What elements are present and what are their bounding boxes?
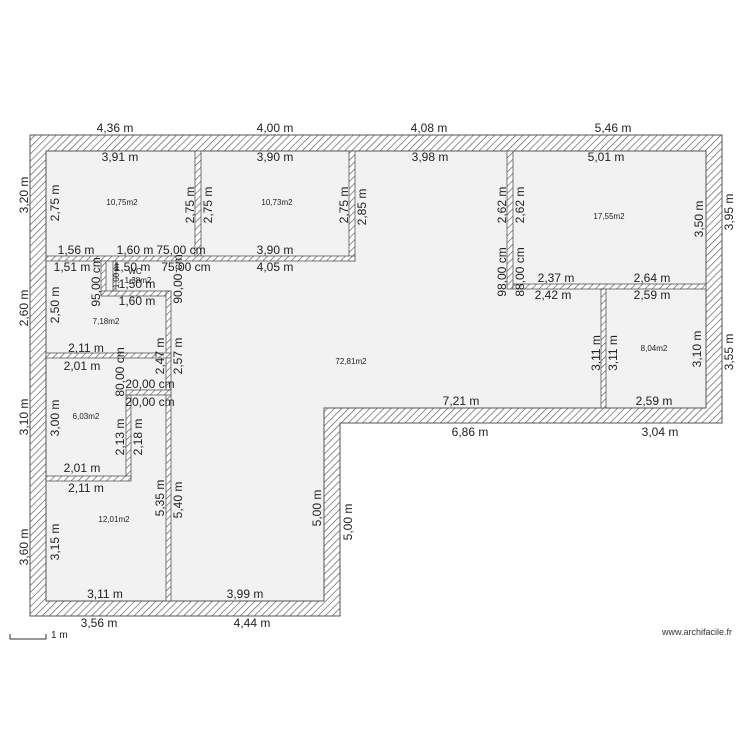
dim-top-inner: 3,91 m <box>102 150 139 164</box>
dim-room: 3,90 m <box>257 243 294 257</box>
dim-room: 2,42 m <box>535 288 572 302</box>
interior-walls <box>45 150 707 602</box>
dim-left-inner: 2,50 m <box>48 287 62 324</box>
dim-room: 1,50 m <box>119 277 156 291</box>
floor-area <box>45 150 707 602</box>
dim-room: 1,56 m <box>58 243 95 257</box>
dim-room: 4,05 m <box>257 260 294 274</box>
room-area: 10,73m2 <box>261 198 293 207</box>
dim-room: 1,60 m <box>117 243 154 257</box>
dim-room: 2,11 m <box>68 341 104 355</box>
dim-room: 2,59 m <box>634 288 671 302</box>
dim-room: 2,62 m <box>495 187 509 224</box>
dim-room: 80,00 cm <box>113 347 127 396</box>
dim-room: 3,11 m <box>589 335 603 371</box>
dim-room: 2,18 m <box>131 419 145 456</box>
room-area: 1,38m2 <box>125 276 152 285</box>
dim-right-inner: 3,10 m <box>690 331 704 368</box>
dim-top-inner: 5,01 m <box>588 150 625 164</box>
room-area: 72,81m2 <box>335 357 367 366</box>
dim-room: 2,11 m <box>68 481 104 495</box>
dim-room: 20,00 cm <box>125 395 174 409</box>
dim-top-inner: 3,90 m <box>257 150 294 164</box>
scale-label: 1 m <box>51 630 68 641</box>
dim-step: 7,21 m <box>443 394 480 408</box>
room-area: 12,01m2 <box>98 515 130 524</box>
dim-room: 2,13 m <box>113 419 127 456</box>
room-area: 6,03m2 <box>73 412 100 421</box>
room-area: 7,18m2 <box>93 317 120 326</box>
dim-room: 2,37 m <box>538 271 575 285</box>
dim-right-outer: 3,55 m <box>722 334 736 371</box>
dim-left-inner: 2,75 m <box>48 185 62 222</box>
dim-room: 1,00 m <box>112 263 121 288</box>
dim-room: 2,64 m <box>634 271 671 285</box>
credit-text: www.archifacile.fr <box>662 627 733 637</box>
dim-left-inner: 3,15 m <box>48 524 62 561</box>
dim-room: 75,00 cm <box>156 243 205 257</box>
dim-room: 75,00 cm <box>161 260 210 274</box>
dim-room: 2,01 m <box>64 359 101 373</box>
dim-left-outer: 3,60 m <box>17 529 31 566</box>
dim-step: 5,00 m <box>310 490 324 527</box>
dim-room: 90,00 cm <box>171 254 185 303</box>
dim-step: 5,00 m <box>341 504 355 541</box>
dim-left-inner: 3,00 m <box>48 400 62 437</box>
room-label-wc: WC <box>128 267 142 276</box>
dim-bottom-outer: 4,44 m <box>234 616 271 630</box>
dim-room: 98,00 cm <box>495 247 509 296</box>
dim-room: 20,00 cm <box>125 377 174 391</box>
dim-top-outer: 4,08 m <box>411 121 448 135</box>
dim-room: 2,75 m <box>337 187 351 224</box>
dim-room: 1,50 m <box>114 260 151 274</box>
dim-room: 2,75 m <box>183 187 197 224</box>
dim-room: 5,35 m <box>153 480 167 517</box>
dim-room: 5,40 m <box>171 482 185 519</box>
dim-top-outer: 4,00 m <box>257 121 294 135</box>
dim-room: 95,00 cm <box>89 257 103 306</box>
dim-bottom-inner: 3,99 m <box>227 587 264 601</box>
dim-left-outer: 3,20 m <box>17 177 31 214</box>
scale-bar <box>9 634 47 640</box>
dim-room: 3,11 m <box>606 335 620 371</box>
dim-step: 2,59 m <box>636 394 673 408</box>
dim-left-outer: 2,60 m <box>17 290 31 327</box>
dim-room: 2,62 m <box>513 187 527 224</box>
dim-room: 2,57 m <box>171 338 185 375</box>
dim-bottom-inner: 3,11 m <box>87 587 123 601</box>
room-area: 17,55m2 <box>593 212 625 221</box>
dim-top-outer: 5,46 m <box>595 121 632 135</box>
dim-step: 3,04 m <box>642 425 679 439</box>
dim-room: 88,00 cm <box>513 247 527 296</box>
dim-room: 1,51 m <box>54 260 91 274</box>
dim-room: 1,60 m <box>119 294 156 308</box>
dim-room: 2,01 m <box>64 461 101 475</box>
dim-room: 2,75 m <box>201 187 215 224</box>
dim-room: 2,85 m <box>355 189 369 226</box>
dim-top-outer: 4,36 m <box>97 121 134 135</box>
dim-step: 6,86 m <box>452 425 489 439</box>
dim-right-outer: 3,95 m <box>722 194 736 231</box>
dim-room: 2,47 m <box>153 338 167 375</box>
dim-bottom-outer: 3,56 m <box>81 616 118 630</box>
room-area: 10,75m2 <box>106 198 138 207</box>
dim-left-outer: 3,10 m <box>17 399 31 436</box>
dim-right-inner: 3,50 m <box>692 201 706 238</box>
dim-top-inner: 3,98 m <box>412 150 449 164</box>
room-area: 8,04m2 <box>641 344 668 353</box>
